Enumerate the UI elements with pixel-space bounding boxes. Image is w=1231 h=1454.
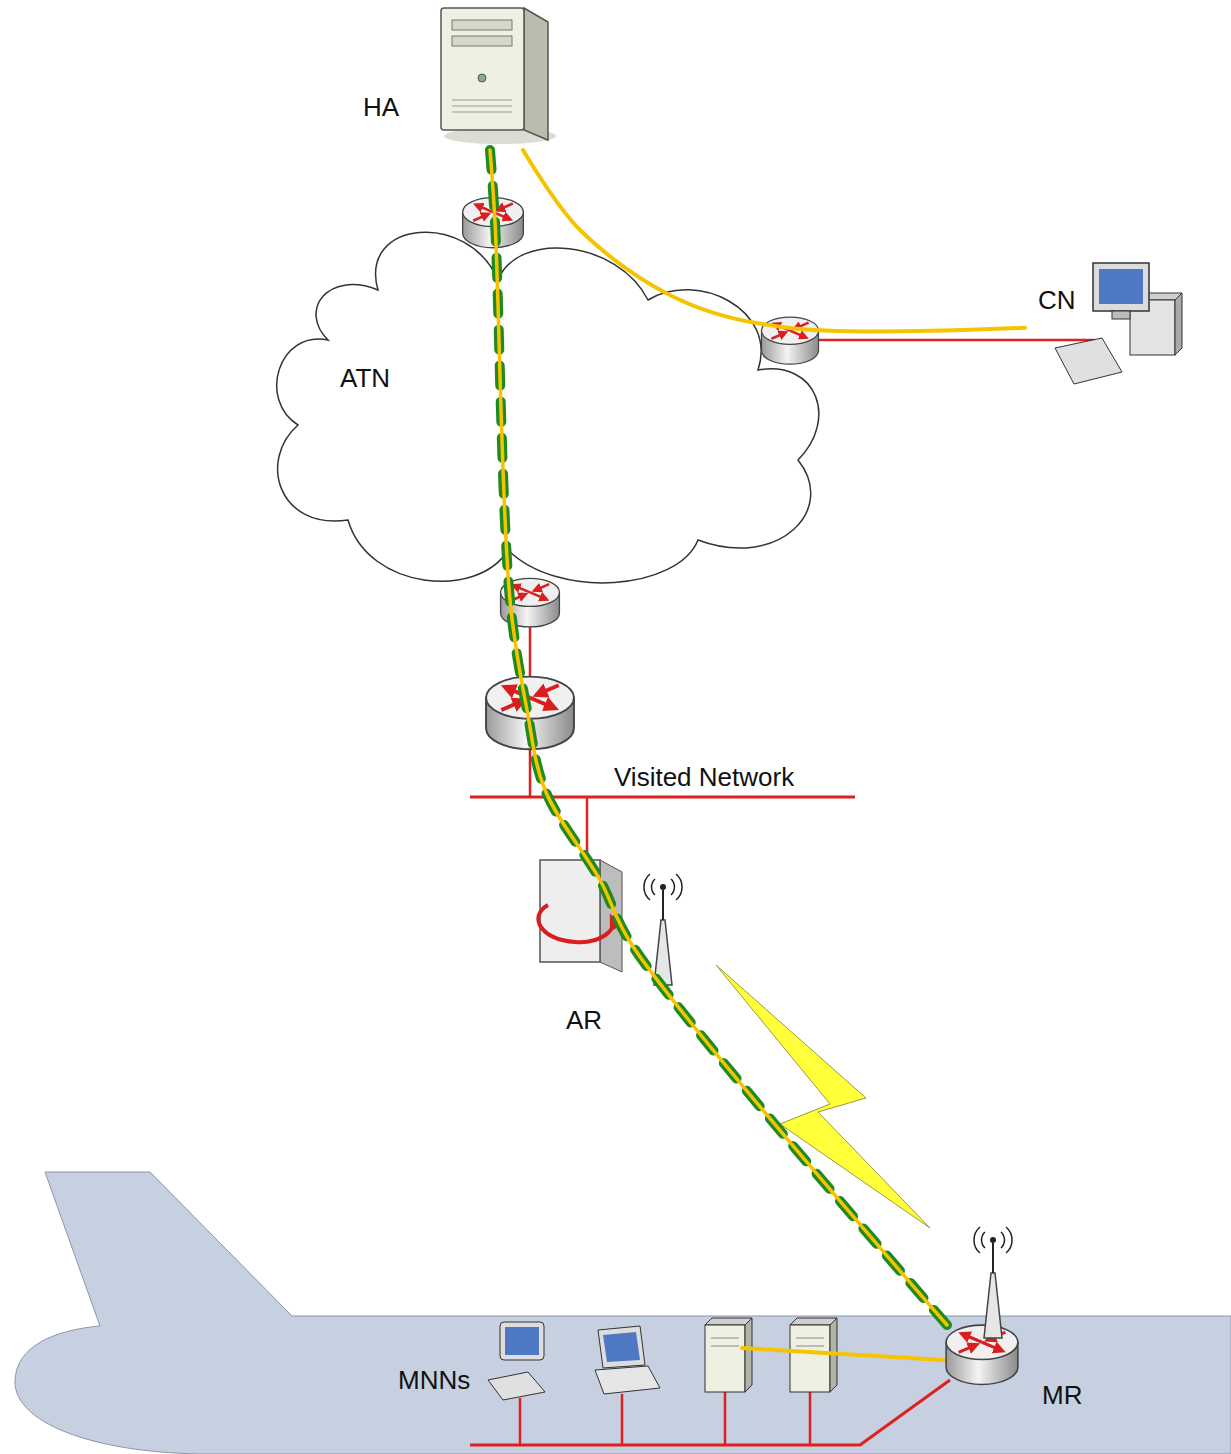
server-icon bbox=[524, 8, 548, 140]
network-wire bbox=[470, 1380, 950, 1445]
antenna-icon bbox=[644, 874, 682, 985]
node-label: MNNs bbox=[398, 1365, 470, 1395]
aircraft-body-outline bbox=[15, 1172, 1231, 1454]
network-label-holder: Visited Network bbox=[614, 762, 794, 792]
data-route bbox=[523, 150, 1025, 331]
node-label: MR bbox=[1042, 1380, 1082, 1410]
server-icon bbox=[790, 1325, 830, 1392]
laptop-icon bbox=[603, 1332, 640, 1362]
server-icon bbox=[830, 1318, 837, 1392]
correspondent-node: CN bbox=[1025, 255, 1200, 385]
server-icon bbox=[441, 8, 556, 144]
tunnel-path bbox=[490, 150, 947, 1325]
node-label: HA bbox=[363, 92, 399, 122]
home-agent-server: HA bbox=[355, 10, 555, 150]
network-wire bbox=[724, 1392, 727, 1445]
server-icon bbox=[452, 36, 512, 46]
server-icon bbox=[441, 8, 524, 130]
desktop-icon bbox=[500, 1322, 544, 1360]
computer-icon bbox=[1112, 311, 1130, 319]
computer-icon bbox=[1055, 338, 1122, 384]
computer-icon bbox=[1055, 263, 1182, 384]
server-icon bbox=[711, 1338, 739, 1346]
node-label: ATN bbox=[340, 363, 390, 393]
aircraft-body: MNNsMR bbox=[0, 1160, 1231, 1454]
network-wire bbox=[621, 1394, 624, 1445]
network-wire bbox=[809, 1392, 812, 1445]
node-label: AR bbox=[566, 1005, 602, 1035]
server-icon bbox=[478, 74, 486, 82]
access-router-icon bbox=[540, 860, 600, 962]
computer-icon bbox=[1099, 269, 1143, 304]
server-icon bbox=[444, 128, 556, 144]
network-wire bbox=[470, 340, 1095, 1445]
network-wire bbox=[529, 625, 532, 682]
server-icon bbox=[790, 1318, 837, 1325]
server-icon bbox=[452, 100, 512, 112]
network-wire bbox=[470, 796, 855, 799]
network-wire bbox=[519, 1398, 522, 1445]
server-icon bbox=[705, 1318, 752, 1392]
computer-icon bbox=[1093, 263, 1149, 311]
computer-icon bbox=[1130, 293, 1182, 300]
wireless-link-bolt bbox=[716, 965, 930, 1228]
desktop-icon bbox=[488, 1322, 545, 1400]
mobile-router: MR bbox=[930, 1325, 1095, 1415]
desktop-icon bbox=[505, 1327, 539, 1355]
network-cloud-outline bbox=[258, 190, 838, 605]
router-icon bbox=[946, 1325, 1018, 1384]
node-label: CN bbox=[1038, 285, 1076, 315]
network-wire bbox=[790, 339, 1095, 342]
server-icon bbox=[796, 1338, 824, 1346]
data-route bbox=[742, 1348, 978, 1362]
access-router-icon bbox=[538, 860, 622, 972]
server-icon bbox=[790, 1318, 837, 1392]
server-icon bbox=[705, 1325, 745, 1392]
antenna-icon bbox=[974, 1227, 1012, 1338]
server-icon bbox=[452, 20, 512, 30]
laptop-icon bbox=[598, 1326, 645, 1368]
network-label: Visited Network bbox=[614, 762, 794, 792]
desktop-icon bbox=[488, 1372, 545, 1400]
router-icon bbox=[501, 578, 560, 627]
access-router-icon bbox=[600, 860, 622, 972]
network-cloud: ATN bbox=[258, 190, 838, 605]
access-router: AR bbox=[530, 850, 640, 1040]
laptop-icon bbox=[595, 1326, 660, 1394]
network-cloud-outline bbox=[277, 232, 819, 583]
computer-icon bbox=[1130, 300, 1175, 355]
router-icon bbox=[761, 317, 818, 364]
server-icon bbox=[705, 1318, 752, 1325]
computer-icon bbox=[1175, 293, 1182, 355]
server-icon bbox=[745, 1318, 752, 1392]
router-icon bbox=[463, 198, 524, 248]
laptop-icon bbox=[595, 1366, 660, 1394]
access-router-icon bbox=[538, 905, 613, 942]
network-wire bbox=[529, 745, 532, 797]
network-wire bbox=[586, 797, 589, 862]
data-route bbox=[490, 150, 947, 1325]
router-icon bbox=[486, 677, 574, 750]
